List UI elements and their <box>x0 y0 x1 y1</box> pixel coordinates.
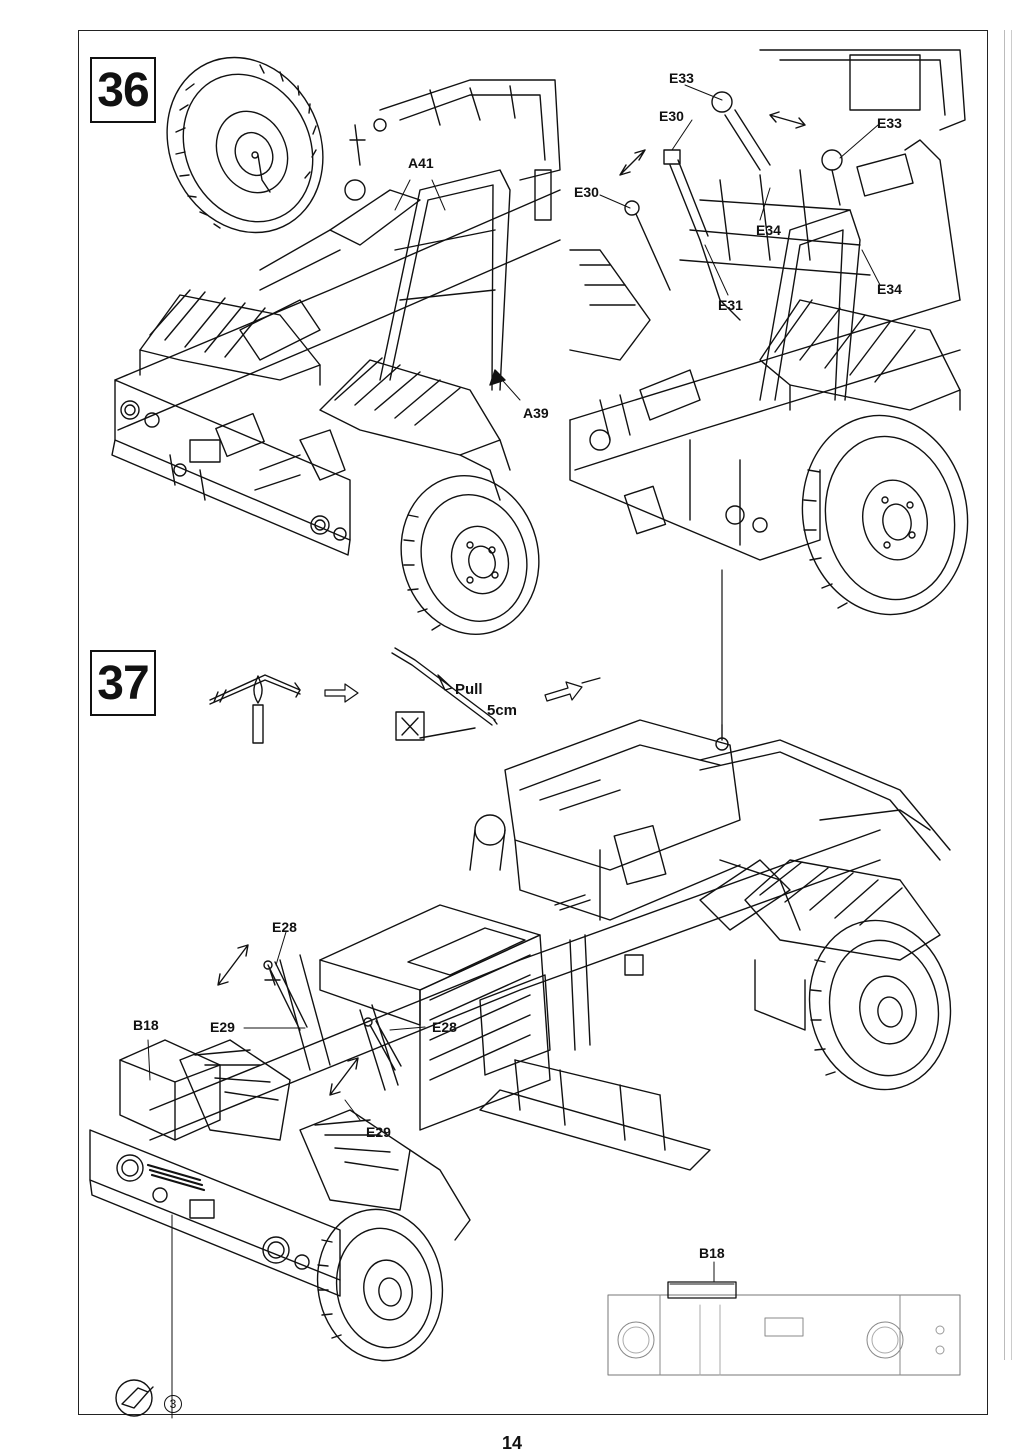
callout-e30-left: E30 <box>574 184 599 200</box>
callout-a41: A41 <box>408 155 434 171</box>
step-36-number: 36 <box>90 57 156 123</box>
callout-marker-3: 3 <box>164 1395 182 1413</box>
wheel-right-art <box>801 414 969 616</box>
glue-icon-art <box>115 1379 154 1417</box>
callout-e29-bottom: E29 <box>366 1124 391 1140</box>
callout-e33-right: E33 <box>877 115 902 131</box>
arrow-1 <box>324 683 359 703</box>
callout-e34-mid: E34 <box>756 222 781 238</box>
step-37-number: 37 <box>90 650 156 716</box>
callout-e30-top: E30 <box>659 108 684 124</box>
spare-wheel-art <box>166 56 324 234</box>
page-frame <box>78 30 988 1415</box>
sprue-heat-art <box>209 674 301 744</box>
callout-e34-right: E34 <box>877 281 902 297</box>
callout-e31: E31 <box>718 297 743 313</box>
chassis-left-art <box>111 79 561 556</box>
closeup-right-art <box>569 49 966 561</box>
wheel-left-art <box>400 475 540 635</box>
length-label: 5cm <box>487 702 518 719</box>
callout-b18-detail: B18 <box>699 1245 725 1261</box>
truck-main-art <box>89 719 952 1362</box>
callout-a39: A39 <box>523 405 549 421</box>
page-number: 14 <box>501 1433 523 1453</box>
sprue-stretch-art <box>391 647 498 741</box>
callout-e28-right: E28 <box>432 1019 457 1035</box>
pull-label: Pull <box>455 681 483 698</box>
callout-e29-left: E29 <box>210 1019 235 1035</box>
callout-e33-left: E33 <box>669 70 694 86</box>
callout-e28-top: E28 <box>272 919 297 935</box>
binder-edge <box>1004 30 1012 1360</box>
arrow-2 <box>544 681 583 702</box>
b18-detail-art <box>607 1261 961 1376</box>
callout-b18-main: B18 <box>133 1017 159 1033</box>
